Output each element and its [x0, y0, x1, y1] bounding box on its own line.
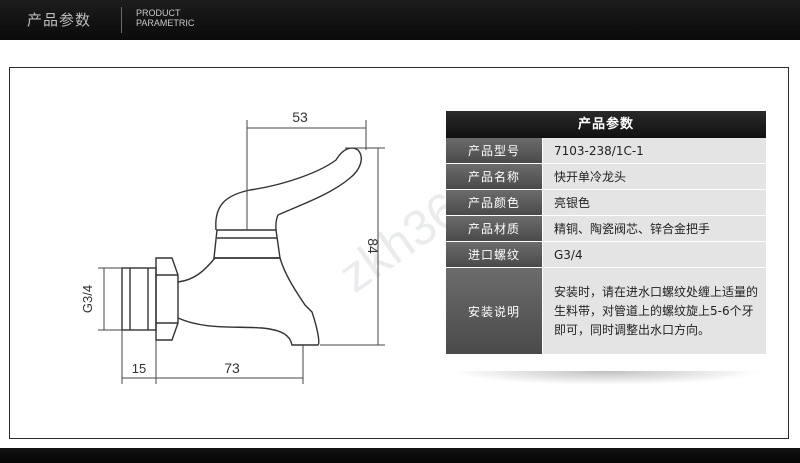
- header-subtitle-line2: PARAMETRIC: [136, 18, 195, 28]
- dimension-right: 84: [365, 238, 381, 254]
- spec-value: 亮银色: [543, 190, 766, 215]
- spec-value: 精铜、陶瓷阀芯、锌合金把手: [543, 216, 766, 241]
- spec-row-name: 产品名称 快开单冷龙头: [446, 164, 766, 190]
- spec-label: 产品颜色: [446, 190, 543, 215]
- header-subtitle: PRODUCT PARAMETRIC: [136, 8, 194, 28]
- spec-label: 产品材质: [446, 216, 543, 241]
- faucet-body: [177, 257, 320, 346]
- header-bar: 产品参数 PRODUCT PARAMETRIC: [0, 0, 800, 40]
- dimension-top: 53: [292, 109, 308, 125]
- spec-row-thread: 进口螺纹 G3/4: [446, 242, 766, 268]
- spec-value: 7103-238/1C-1: [543, 138, 766, 163]
- footer-bar: [0, 448, 800, 463]
- spec-value: G3/4: [543, 242, 766, 267]
- spec-label: 产品型号: [446, 138, 543, 163]
- spec-row-material: 产品材质 精铜、陶瓷阀芯、锌合金把手: [446, 216, 766, 242]
- valve-bonnet: [213, 229, 281, 259]
- spec-table-shadow: [450, 371, 762, 385]
- hex-nut: [155, 257, 179, 341]
- header-divider: [121, 7, 122, 33]
- spec-row-install: 安装说明 安装时，请在进水口螺纹处缠上适量的生料带，对管道上的螺纹旋上5-6个牙…: [446, 268, 766, 355]
- spec-row-model: 产品型号 7103-238/1C-1: [446, 138, 766, 164]
- header-title: 产品参数: [27, 11, 92, 29]
- spec-value: 安装时，请在进水口螺纹处缠上适量的生料带，对管道上的螺纹旋上5-6个牙即可，同时…: [543, 268, 766, 354]
- header-subtitle-line1: PRODUCT: [136, 8, 181, 18]
- spec-value: 快开单冷龙头: [543, 164, 766, 189]
- spec-label: 进口螺纹: [446, 242, 543, 267]
- spec-label: 安装说明: [446, 268, 543, 354]
- spec-label: 产品名称: [446, 164, 543, 189]
- spec-table: 产品参数 产品型号 7103-238/1C-1 产品名称 快开单冷龙头 产品颜色…: [446, 111, 766, 355]
- inlet-thread: [121, 267, 157, 331]
- dimension-bottom-left: 15: [132, 361, 146, 376]
- dimension-left: G3/4: [80, 285, 95, 313]
- spec-table-title: 产品参数: [446, 111, 766, 138]
- dimension-bottom-right: 73: [224, 360, 240, 376]
- faucet-handle: [215, 147, 362, 231]
- spec-row-color: 产品颜色 亮银色: [446, 190, 766, 216]
